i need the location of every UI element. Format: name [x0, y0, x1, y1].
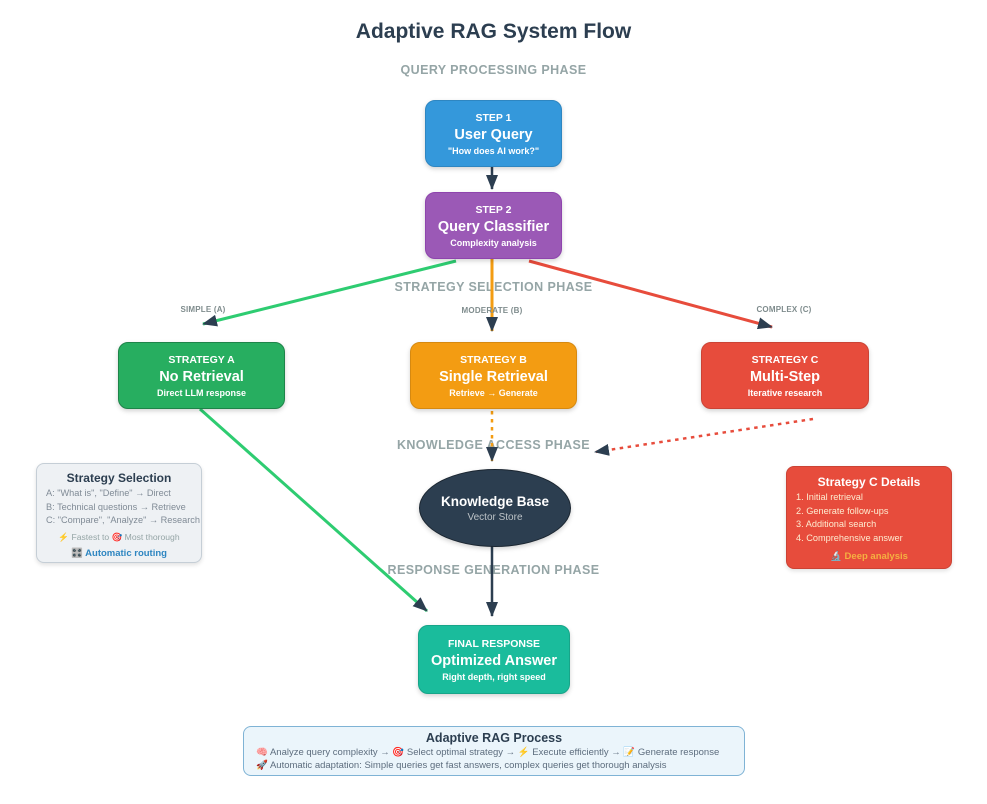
phase-response-generation: RESPONSE GENERATION PHASE — [387, 563, 600, 577]
node-knowledge-base-title: Knowledge Base — [440, 493, 550, 509]
node-strategy-b-label: STRATEGY B — [460, 353, 527, 366]
automatic-routing-label: Automatic routing — [85, 547, 167, 559]
node-step1-subtitle: "How does AI work?" — [447, 145, 540, 156]
c-detail-step: 3. Additional search — [796, 519, 877, 529]
node-step2-subtitle: Complexity analysis — [450, 237, 537, 248]
note-automatic-routing: 🎛️ Automatic routing — [37, 548, 201, 559]
node-step2-title: Query Classifier — [437, 218, 550, 235]
node-final-response-label: FINAL RESPONSE — [448, 637, 540, 650]
node-step2-query-classifier: STEP 2 Query Classifier Complexity analy… — [425, 192, 562, 259]
node-step1-user-query: STEP 1 User Query "How does AI work?" — [425, 100, 562, 167]
edge-step2-strategy-c — [528, 259, 773, 330]
node-strategy-b-subtitle: Retrieve → Generate — [449, 387, 538, 398]
node-final-response: FINAL RESPONSE Optimized Answer Right de… — [418, 625, 570, 694]
node-strategy-c-label: STRATEGY C — [751, 353, 819, 366]
edge-label-complex: COMPLEX (C) — [756, 305, 812, 314]
note-strategy-c-details: Strategy C Details 1. Initial retrieval … — [786, 466, 952, 569]
c-detail-step: 2. Generate follow-ups — [796, 505, 889, 516]
process-title: Adaptive RAG Process — [425, 731, 563, 745]
node-step1-label: STEP 1 — [475, 111, 512, 124]
process-flow-line: 🧠 Analyze query complexity → 🎯 Select op… — [256, 747, 720, 758]
note-strategy-c-details-title: Strategy C Details — [817, 475, 921, 489]
note-speed-line: ⚡ Fastest to 🎯 Most thorough — [58, 531, 180, 542]
c-detail-step: 1. Initial retrieval — [796, 492, 863, 502]
node-strategy-a-subtitle: Direct LLM response — [156, 387, 247, 398]
phase-query-processing: QUERY PROCESSING PHASE — [400, 63, 587, 77]
node-step2-label: STEP 2 — [475, 203, 512, 216]
c-detail-step: 4. Comprehensive answer — [796, 532, 903, 543]
note-rule-b: B: Technical questions → Retrieve — [46, 501, 186, 512]
node-strategy-b-title: Single Retrieval — [439, 368, 548, 385]
note-strategy-selection-title: Strategy Selection — [66, 471, 172, 485]
node-strategy-a: STRATEGY A No Retrieval Direct LLM respo… — [118, 342, 285, 409]
process-adaptation-line: 🚀 Automatic adaptation: Simple queries g… — [256, 760, 667, 771]
note-rule-a: A: "What is", "Define" → Direct — [46, 488, 171, 498]
node-knowledge-base: Knowledge Base Vector Store — [419, 469, 571, 547]
deep-analysis-line: 🔬 Deep analysis — [787, 551, 951, 562]
microscope-icon: 🔬 — [830, 551, 842, 562]
edge-label-moderate: MODERATE (B) — [461, 306, 523, 315]
control-knobs-icon: 🎛️ — [71, 547, 83, 559]
node-strategy-c: STRATEGY C Multi-Step Iterative research — [701, 342, 869, 409]
node-step1-title: User Query — [454, 126, 533, 143]
node-strategy-b: STRATEGY B Single Retrieval Retrieve → G… — [410, 342, 577, 409]
deep-analysis-label: Deep analysis — [844, 551, 908, 562]
node-strategy-a-label: STRATEGY A — [168, 353, 235, 366]
node-strategy-c-subtitle: Iterative research — [747, 387, 823, 398]
node-strategy-a-title: No Retrieval — [159, 368, 244, 385]
node-final-response-subtitle: Right depth, right speed — [442, 671, 546, 682]
phase-knowledge-access: KNOWLEDGE ACCESS PHASE — [396, 438, 591, 452]
edge-label-simple: SIMPLE (A) — [180, 305, 226, 314]
page-title: Adaptive RAG System Flow — [355, 20, 632, 43]
adaptive-rag-process-box: Adaptive RAG Process 🧠 Analyze query com… — [243, 726, 745, 776]
phase-strategy-selection: STRATEGY SELECTION PHASE — [394, 280, 593, 294]
node-final-response-title: Optimized Answer — [431, 652, 557, 669]
node-strategy-c-title: Multi-Step — [749, 368, 821, 385]
note-strategy-selection: Strategy Selection A: "What is", "Define… — [36, 463, 202, 563]
node-knowledge-base-subtitle: Vector Store — [467, 511, 523, 523]
note-rule-c: C: "Compare", "Analyze" → Research — [46, 515, 200, 525]
